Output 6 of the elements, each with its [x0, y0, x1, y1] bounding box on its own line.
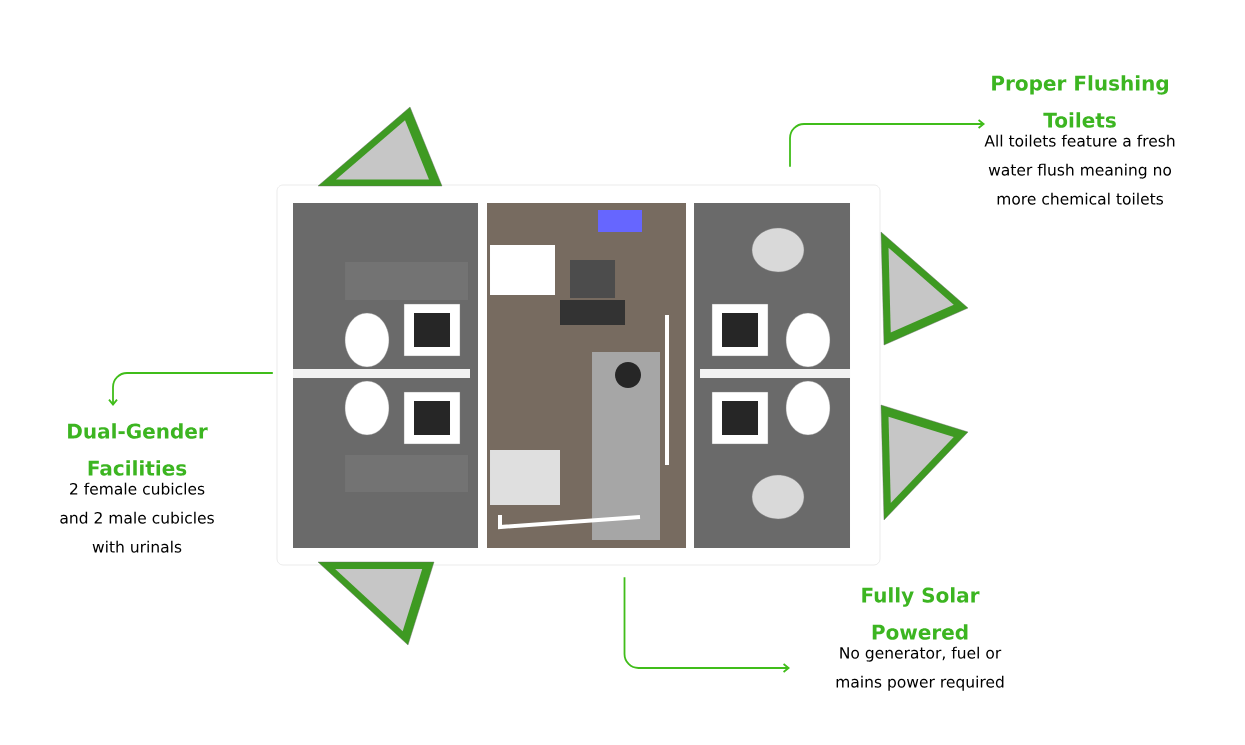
- arrow: [108, 372, 274, 406]
- arrow: [789, 119, 985, 168]
- callout-text: Proper Flushing Toilets All toilets feature a fresh water flush meaning no more chemical toilets: [984, 75, 1175, 205]
- callout-text: Dual-Gender Facilities 2 female cubicles and 2 male cubicles with urinals: [60, 423, 214, 553]
- callout-text: Fully Solar Powered No generator, fuel or mains power required: [836, 587, 1004, 691]
- arrow: [623, 576, 790, 673]
